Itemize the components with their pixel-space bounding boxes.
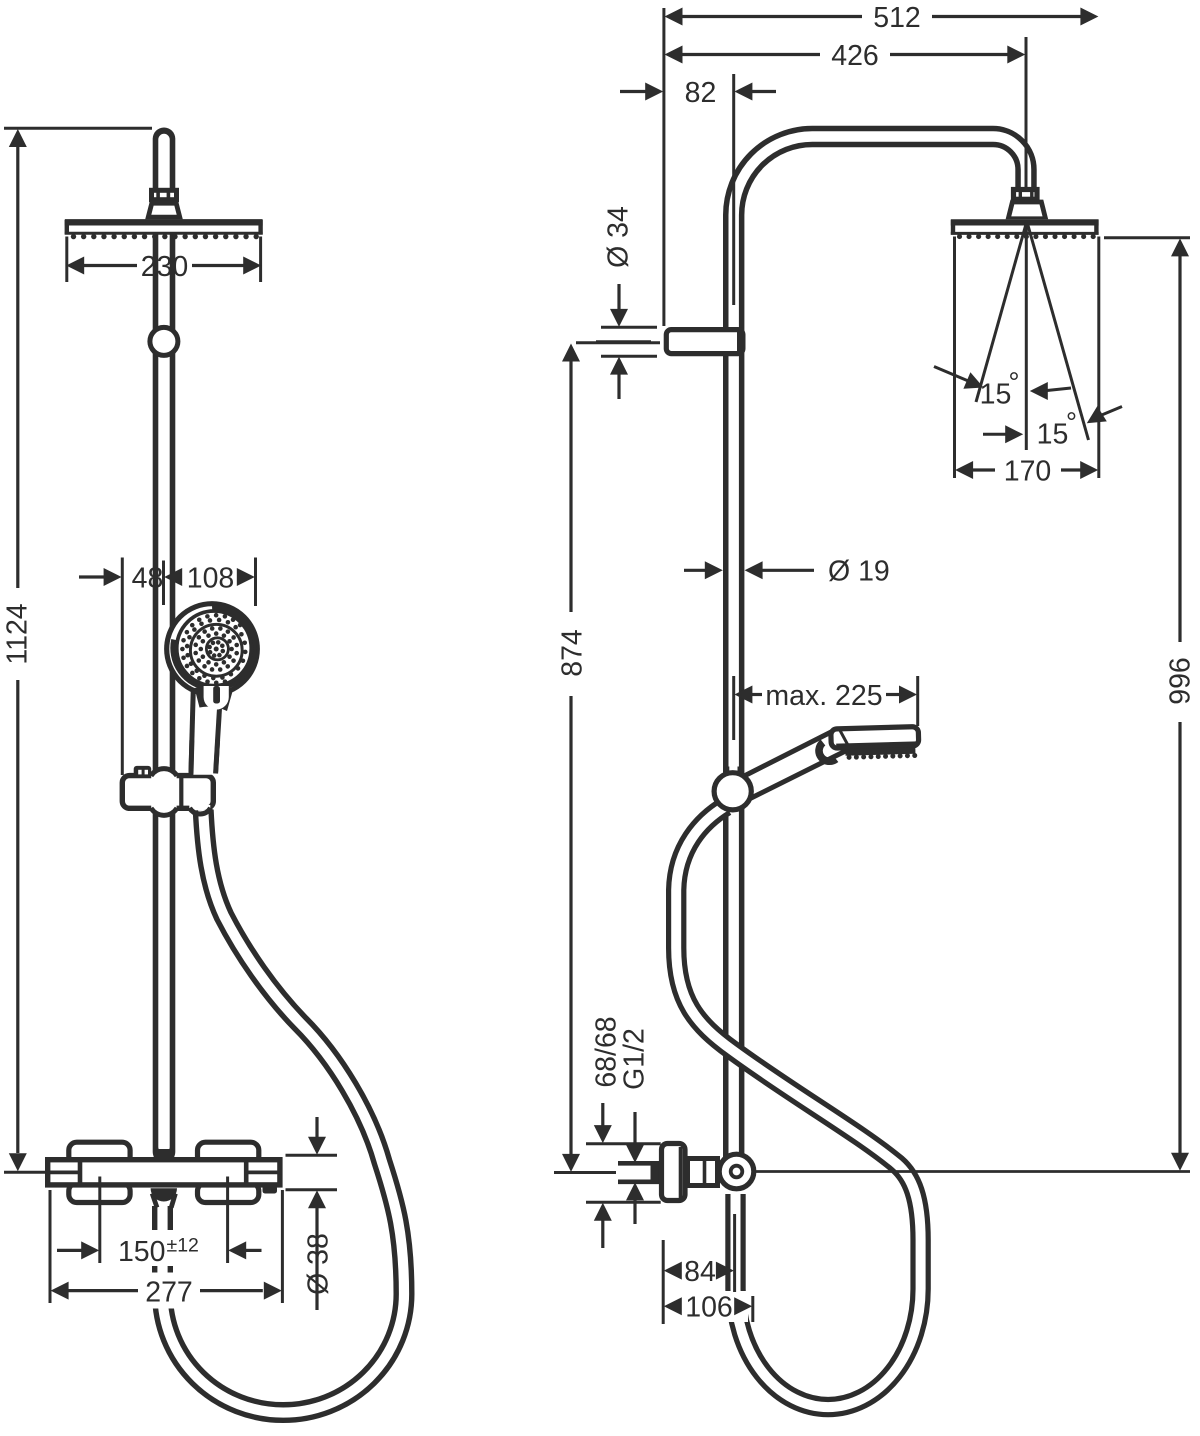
svg-text:68/68: 68/68 [591, 1016, 623, 1087]
svg-text:230: 230 [141, 251, 189, 283]
svg-text:°: ° [1066, 407, 1077, 438]
svg-text:277: 277 [145, 1277, 193, 1309]
svg-text:512: 512 [873, 2, 921, 34]
svg-text:Ø 34: Ø 34 [602, 206, 634, 268]
svg-text:Ø 19: Ø 19 [828, 556, 890, 588]
svg-text:874: 874 [557, 629, 589, 677]
svg-text:82: 82 [685, 77, 717, 109]
svg-text:84: 84 [684, 1256, 716, 1288]
svg-text:±12: ±12 [167, 1235, 199, 1257]
svg-text:106: 106 [685, 1292, 733, 1324]
svg-text:G1/2: G1/2 [619, 1028, 651, 1090]
svg-text:Ø 38: Ø 38 [303, 1233, 335, 1295]
svg-text:max. 225: max. 225 [765, 680, 882, 712]
svg-text:170: 170 [1004, 455, 1052, 487]
svg-text:108: 108 [187, 562, 235, 594]
svg-text:426: 426 [831, 40, 879, 72]
svg-text:15: 15 [1037, 419, 1069, 451]
svg-text:1124: 1124 [2, 603, 34, 664]
svg-text:15: 15 [980, 379, 1012, 411]
svg-text:°: ° [1008, 367, 1019, 398]
svg-text:996: 996 [1165, 657, 1197, 705]
svg-text:150: 150 [118, 1236, 166, 1268]
svg-text:48: 48 [132, 562, 164, 594]
